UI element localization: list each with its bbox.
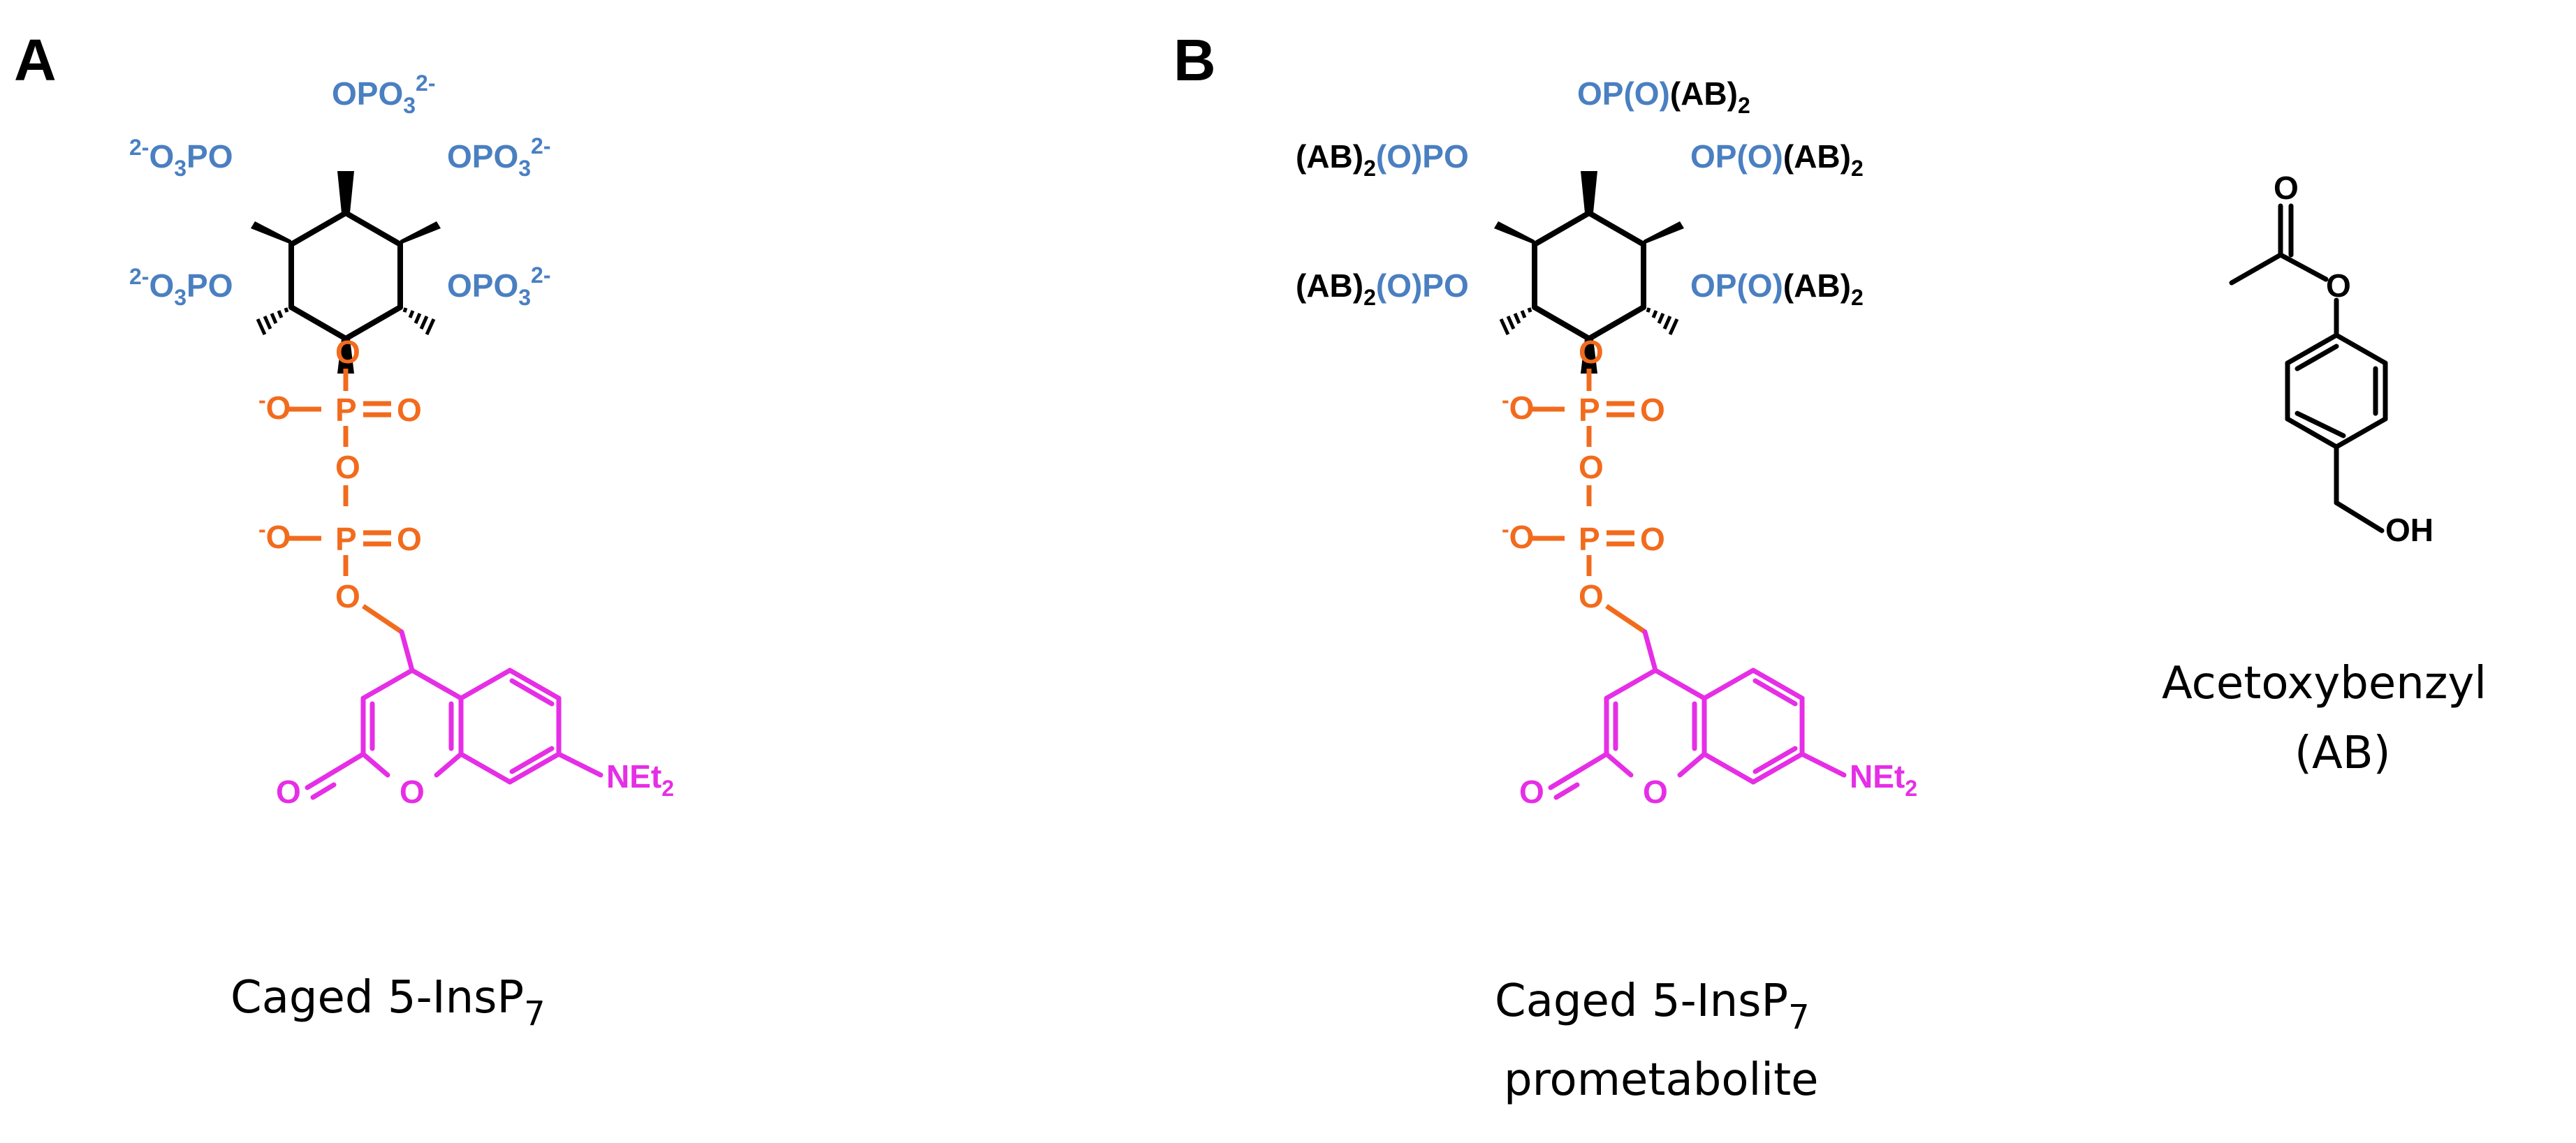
panel-b-lower-left-phosphate: (AB)2(O)PO: [1296, 267, 1469, 310]
panel-a-linker-p2: P: [335, 521, 357, 557]
panel-a-coumarin-labels: O O NEt2: [276, 758, 674, 810]
panel-a-linker-po1: O: [397, 392, 422, 428]
panel-a-lower-right-phosphate: OPO32-: [447, 263, 551, 310]
panel-a-phosphates: OPO32- 2-O3PO OPO32- 2-O3PO OPO32-: [129, 71, 551, 310]
panel-b-lower-right-phosphate: OP(O)(AB)2: [1690, 267, 1864, 310]
panel-b-coumarin-amine: NEt2: [1850, 758, 1917, 801]
panel-a-upper-right-phosphate: OPO32-: [447, 133, 551, 181]
panel-b-linker-o1: O: [1579, 334, 1604, 370]
panel-a-linker-o1: O: [335, 334, 360, 370]
ab-carbonyl-o: O: [2274, 170, 2299, 206]
panel-b-caption-line2: prometabolite: [1504, 1054, 1819, 1106]
panel-b-inositol-ring: [1494, 171, 1684, 374]
panel-b-linker-p2: P: [1579, 521, 1600, 557]
panel-a-top-phosphate: OPO32-: [332, 71, 436, 118]
panel-b-linker-o-minus-1: -O: [1502, 388, 1534, 426]
panel-a-coumarin-amine: NEt2: [606, 758, 674, 801]
panel-b-coumarin: [1548, 629, 1847, 800]
panel-a-lower-left-phosphate: 2-O3PO: [129, 264, 233, 310]
panel-b-top-phosphate: OP(O)(AB)2: [1577, 75, 1750, 118]
panel-b-coumarin-ring-o: O: [1643, 774, 1668, 810]
panel-a-linker-po2: O: [397, 521, 422, 557]
panel-a-coumarin-carbonyl-o: O: [276, 774, 301, 810]
ab-caption-line1: Acetoxybenzyl: [2162, 658, 2487, 709]
panel-a-linker-o2: O: [335, 449, 360, 485]
panel-b-caption-line1: Caged 5-InsP7: [1495, 975, 1810, 1037]
panel-b-linker-p1: P: [1579, 392, 1600, 428]
panel-a-inositol-ring: [251, 171, 441, 374]
panel-a-linker-o3: O: [335, 578, 360, 614]
panel-b: B: [1173, 27, 1917, 1106]
panel-a-upper-left-phosphate: 2-O3PO: [129, 135, 233, 181]
acetoxybenzyl-structure: O O OH: [2229, 170, 2434, 548]
panel-a-linker-p1: P: [335, 392, 357, 428]
panel-a-coumarin-ring-o: O: [400, 774, 425, 810]
panel-a-linker-o-minus-2: -O: [258, 517, 291, 555]
panel-b-linker-o2: O: [1579, 449, 1604, 485]
panel-b-linker: O -O P O O -O P O O: [1502, 334, 1665, 634]
panel-b-coumarin-labels: O O NEt2: [1519, 758, 1917, 810]
panel-a-letter: A: [14, 27, 57, 93]
ab-ester-o: O: [2326, 267, 2351, 304]
panel-b-linker-o3: O: [1579, 578, 1604, 614]
ab-hydroxyl: OH: [2385, 512, 2434, 548]
panel-a-caption: Caged 5-InsP7: [230, 972, 546, 1033]
panel-b-linker-o-minus-2: -O: [1502, 517, 1534, 555]
panel-b-letter: B: [1173, 27, 1216, 93]
panel-a-coumarin: [305, 629, 603, 800]
panel-b-phosphates: OP(O)(AB)2 (AB)2(O)PO OP(O)(AB)2 (AB)2(O…: [1296, 75, 1864, 310]
panel-b-coumarin-carbonyl-o: O: [1519, 774, 1544, 810]
panel-b-linker-po1: O: [1640, 392, 1665, 428]
panel-a-linker-o-minus-1: -O: [258, 388, 291, 426]
panel-b-linker-po2: O: [1640, 521, 1665, 557]
ab-caption-line2: (AB): [2295, 728, 2391, 779]
panel-a: A: [14, 27, 674, 1033]
panel-b-upper-left-phosphate: (AB)2(O)PO: [1296, 138, 1469, 181]
panel-b-upper-right-phosphate: OP(O)(AB)2: [1690, 138, 1864, 181]
panel-a-linker: O -O P O O -O P O O: [258, 334, 422, 634]
